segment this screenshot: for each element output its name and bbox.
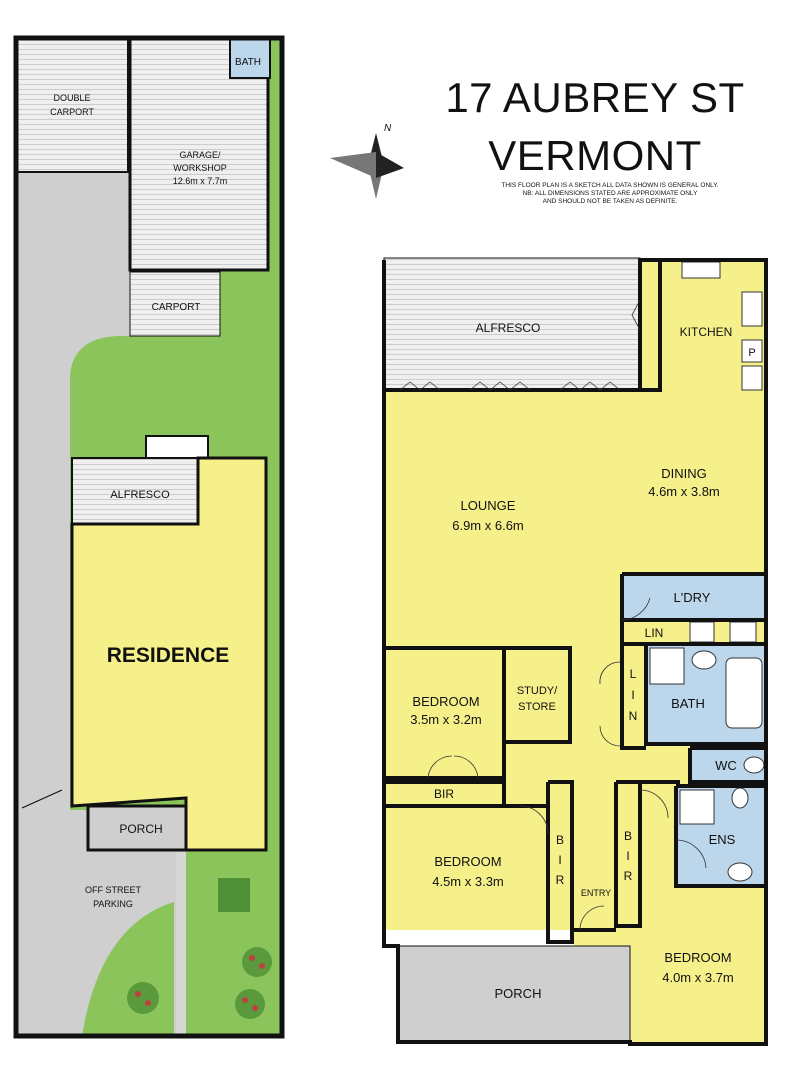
bedroom-1-label: BEDROOM [664,950,731,965]
disclaimer-line: AND SHOULD NOT BE TAKEN AS DEFINITE. [542,198,678,205]
linen-vertical-n: N [629,709,638,723]
parking-label: OFF STREET [85,885,142,895]
wc-label: WC [715,758,737,773]
compass: N [330,123,404,199]
ensuite-basin [727,862,753,882]
kitchen-sink [681,261,721,279]
address-line-2: VERMONT [488,132,702,179]
study-label: STORE [518,701,556,713]
bedroom-3-label: BEDROOM [434,854,501,869]
residence [70,456,268,852]
bir-left-b: B [556,833,564,847]
pantry-cupboard [741,339,763,363]
porch-label: PORCH [495,986,542,1001]
bir-left-r: R [556,873,565,887]
entry-label: ENTRY [581,888,611,898]
site-porch-label: PORCH [119,822,162,836]
bedroom-3-size: 4.5m x 3.3m [432,874,504,889]
driveway-curve [70,172,130,380]
linen-vertical-i: I [631,688,634,702]
fridge-space [741,365,763,391]
gate-leaf [21,789,63,809]
address-line-1: 17 AUBREY ST [445,74,745,121]
alfresco-label: ALFRESCO [476,321,541,335]
floor-plan: ALFRESCO KITCHEN P DINING 4.6m x 3.8m LO… [382,257,768,1046]
garage-label: GARAGE/ [179,150,221,160]
bath-basin [691,650,717,670]
lounge-size: 6.9m x 6.6m [452,518,524,533]
bedroom-2-size: 3.5m x 3.2m [410,712,482,727]
bedroom-2-label: BEDROOM [412,694,479,709]
rose-bush [127,982,159,1014]
carport-label: CARPORT [152,302,201,313]
garage-label: WORKSHOP [173,163,227,173]
alfresco [383,257,641,391]
bir-label: BIR [434,787,454,801]
laundry-label: L'DRY [674,590,711,605]
laundry [622,574,766,620]
pantry-label: P [748,347,755,359]
disclaimer: THIS FLOOR PLAN IS A SKETCH ALL DATA SHO… [470,182,750,206]
dining-size: 4.6m x 3.8m [648,484,720,499]
bir-left-i: I [558,853,561,867]
bir-right-b: B [624,829,632,843]
bir-right-r: R [624,869,633,883]
kitchen-label: KITCHEN [680,325,733,339]
bifold-door [399,381,441,391]
rose-bush [235,989,265,1019]
cooktop [741,291,763,327]
garage-size: 12.6m x 7.7m [173,176,228,186]
hedge-shrub [218,878,250,912]
site-porch [86,804,188,852]
lounge-label: LOUNGE [461,498,516,513]
porch [397,945,631,1043]
study-label: STUDY/ [517,685,558,697]
dining-label: DINING [661,466,707,481]
parking-label: PARKING [93,899,133,909]
double-carport-label: DOUBLE [53,93,90,103]
bifold-door [559,381,621,391]
bathtub [725,657,763,729]
laundry-tub [689,621,715,643]
ensuite-toilet [731,787,749,809]
site-bath [229,37,271,79]
bath-label: BATH [671,696,705,711]
bifold-door [631,299,641,331]
disclaimer-line: THIS FLOOR PLAN IS A SKETCH ALL DATA SHO… [501,182,719,189]
site-plan: BATH DOUBLE CARPORT GARAGE/ WORKSHOP 12.… [13,35,285,1039]
site-bath-label: BATH [235,57,261,68]
laundry-sink [729,621,757,643]
residence-label: RESIDENCE [107,644,230,667]
rose-bush [242,947,272,977]
driveway [16,172,70,810]
ensuite-shower [679,789,715,825]
linen-vertical-l: L [630,667,637,681]
path-strip [176,852,186,1036]
site-step [145,435,209,459]
main-floor [384,260,766,1042]
double-carport [15,37,129,173]
double-carport-label: CARPORT [50,107,94,117]
bifold-door [469,381,531,391]
toilet [743,756,765,774]
site-alfresco-label: ALFRESCO [110,489,170,501]
disclaimer-line: NB: ALL DIMENSIONS STATED ARE APPROXIMAT… [522,190,698,197]
bedroom-1-size: 4.0m x 3.7m [662,970,734,985]
linen-label: LIN [645,626,664,640]
shower [649,647,685,685]
site-boundary [13,35,285,1039]
bir-right-i: I [626,849,629,863]
ensuite-label: ENS [709,832,736,847]
carport [129,271,221,337]
door-swings [427,597,707,931]
compass-north-label: N [384,123,392,134]
